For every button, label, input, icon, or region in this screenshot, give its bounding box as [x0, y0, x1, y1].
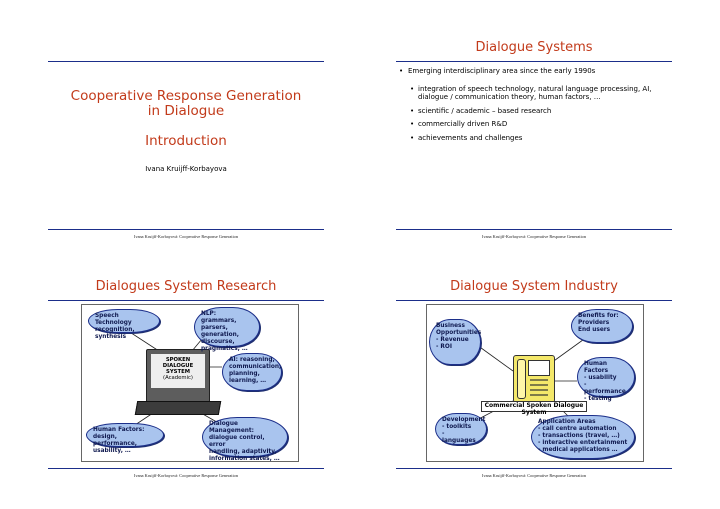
- slide2-sub-bullet-3: • commercially driven R&D: [410, 120, 508, 128]
- slide2-sub-bullet-4: • achievements and challenges: [410, 133, 523, 142]
- slide2-title: Dialogue Systems: [475, 40, 593, 55]
- phone-keypad: [530, 378, 548, 396]
- slide2-bullet-list: • Emerging interdisciplinary area since …: [396, 67, 672, 147]
- cloud-ai: AI: reasoning, communication, planning, …: [222, 353, 282, 391]
- cloud-benefits: Benefits for: Providers End users: [571, 309, 633, 343]
- slide1-footer: Ivana Kruijff-Korbayová: Cooperative Res…: [134, 234, 238, 239]
- slide1-top-rule: [48, 61, 324, 62]
- cloud-application-areas: Application Areas - call centre automati…: [531, 415, 635, 459]
- phone-handset: [517, 359, 526, 399]
- slide1-bottom-rule: [48, 229, 324, 230]
- laptop-screen: SPOKEN DIALOGUE SYSTEM (Academic): [151, 354, 205, 388]
- laptop-icon: SPOKEN DIALOGUE SYSTEM (Academic): [146, 349, 210, 403]
- bullet-dot: •: [399, 67, 404, 75]
- bullet-dot: •: [410, 120, 415, 128]
- commercial-system-label: Commercial Spoken Dialogue System: [481, 401, 587, 416]
- slide3-footer: Ivana Kruijff-Korbayová: Cooperative Res…: [134, 473, 238, 478]
- phone-display: [528, 360, 550, 376]
- bullet-dot: •: [410, 84, 415, 93]
- slide2-footer: Ivana Kruijff-Korbayová: Cooperative Res…: [482, 234, 586, 239]
- industry-diagram: Commercial Spoken Dialogue System Busine…: [426, 304, 644, 462]
- slide2-sub-bullet-1: • integration of speech technology, natu…: [410, 84, 652, 102]
- slide3-top-rule: [48, 300, 324, 301]
- cloud-business-opportunities: Business Opportunities - Revenue - ROI: [429, 319, 481, 365]
- slide4-footer: Ivana Kruijff-Korbayová: Cooperative Res…: [482, 473, 586, 478]
- slide4-bottom-rule: [396, 468, 672, 469]
- laptop-keyboard: [134, 401, 222, 415]
- research-diagram: SPOKEN DIALOGUE SYSTEM (Academic) Speech…: [81, 304, 299, 462]
- slide2-sub-bullet-2: • scientific / academic – based research: [410, 106, 552, 115]
- bullet-dot: •: [410, 133, 415, 142]
- cloud-nlp: NLP: grammars, parsers, generation, disc…: [194, 307, 260, 352]
- slide2-bottom-rule: [396, 229, 672, 230]
- phone-icon: [513, 355, 555, 403]
- cloud-human-factors-industry: Human Factors - usability - performance …: [577, 357, 635, 402]
- slide1-title-line1: Cooperative Response Generation: [70, 88, 302, 104]
- slide2-top-rule: [396, 61, 672, 62]
- slide4-top-rule: [396, 300, 672, 301]
- slide3-bottom-rule: [48, 468, 324, 469]
- slide2-bullet-main: • Emerging interdisciplinary area since …: [399, 67, 596, 75]
- slide4-title: Dialogue System Industry: [450, 279, 618, 294]
- slide1-title-line2: in Dialogue: [147, 103, 225, 119]
- slide1-subtitle: Introduction: [145, 133, 227, 149]
- cloud-dialogue-management: Dialogue Management: dialogue control, e…: [202, 417, 288, 462]
- cloud-development: Development - toolkits - languages: [435, 413, 487, 445]
- bullet-dot: •: [410, 106, 415, 115]
- slide3-title: Dialogues System Research: [95, 279, 277, 294]
- slide1-author: Ivana Kruijff-Korbayova: [145, 165, 227, 173]
- cloud-human-factors: Human Factors: design, performance, usab…: [86, 423, 164, 454]
- cloud-speech-technology: Speech Technology recognition, synthesis: [88, 309, 160, 340]
